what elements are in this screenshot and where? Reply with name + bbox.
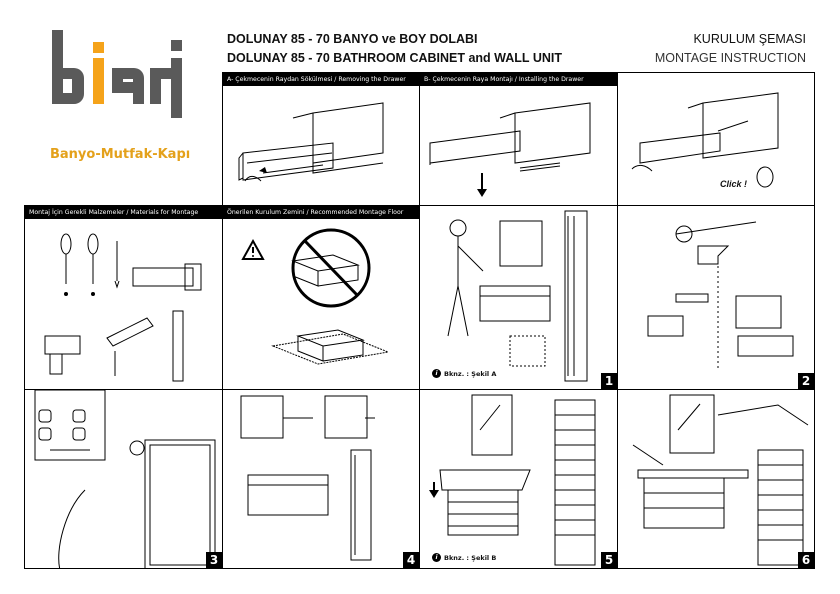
note-see-figure-a-text: Bknz. : Şekil A bbox=[444, 369, 497, 378]
panel-install-drawer: B- Çekmecenin Raya Montajı / Installing … bbox=[419, 72, 618, 206]
panel-header-materials: Montaj İçin Gerekli Malzemeler / Materia… bbox=[25, 206, 222, 219]
step-1-illustration bbox=[420, 206, 618, 390]
step-number-2: 2 bbox=[798, 373, 814, 389]
panel-step-3: 3 bbox=[24, 389, 223, 569]
drawer-install-illustration bbox=[420, 73, 618, 197]
panel-step-2: 2 bbox=[617, 205, 815, 390]
step-5-illustration bbox=[429, 390, 618, 569]
biani-logo-mark bbox=[52, 30, 182, 118]
step-number-6: 6 bbox=[798, 552, 814, 568]
step-number-1: 1 bbox=[601, 373, 617, 389]
drawer-removal-illustration bbox=[223, 73, 420, 206]
panel-header-remove-drawer: A- Çekmecenin Raydan Sökülmesi / Removin… bbox=[223, 73, 419, 86]
panel-floor: Önerilen Kurulum Zemini / Recommended Mo… bbox=[222, 205, 420, 390]
panel-header-install-drawer: B- Çekmecenin Raya Montajı / Installing … bbox=[420, 73, 617, 86]
step-number-3: 3 bbox=[206, 552, 222, 568]
panel-remove-drawer: A- Çekmecenin Raydan Sökülmesi / Removin… bbox=[222, 72, 420, 206]
step-number-5: 5 bbox=[601, 552, 617, 568]
panel-header-floor: Önerilen Kurulum Zemini / Recommended Mo… bbox=[223, 206, 419, 219]
panel-step-5: i Bknz. : Şekil B 5 bbox=[419, 389, 618, 569]
tools-illustration bbox=[25, 206, 223, 390]
drawer-click-illustration bbox=[618, 73, 815, 206]
title-turkish: DOLUNAY 85 - 70 BANYO ve BOY DOLABI bbox=[227, 32, 478, 46]
step-4-illustration bbox=[223, 390, 420, 569]
biani-logo bbox=[52, 28, 182, 118]
panel-materials: Montaj İçin Gerekli Malzemeler / Materia… bbox=[24, 205, 223, 390]
info-icon: i bbox=[432, 369, 441, 378]
schema-title-english: MONTAGE INSTRUCTION bbox=[654, 51, 806, 65]
click-label: Click ! bbox=[720, 179, 748, 189]
step-6-illustration bbox=[618, 390, 815, 569]
schema-title-turkish: KURULUM ŞEMASI bbox=[693, 32, 806, 46]
warning-icon bbox=[243, 241, 263, 259]
brand-tagline: Banyo-Mutfak-Kapı bbox=[50, 147, 191, 162]
step-number-4: 4 bbox=[403, 552, 419, 568]
info-icon: i bbox=[432, 553, 441, 562]
panel-step-1: i Bknz. : Şekil A 1 bbox=[419, 205, 618, 390]
step-3-illustration bbox=[25, 390, 223, 569]
panel-step-4: 4 bbox=[222, 389, 420, 569]
note-see-figure-a: i Bknz. : Şekil A bbox=[432, 369, 496, 378]
panel-step-6: 6 bbox=[617, 389, 815, 569]
title-english: DOLUNAY 85 - 70 BATHROOM CABINET and WAL… bbox=[227, 51, 562, 65]
note-see-figure-b: i Bknz. : Şekil B bbox=[432, 553, 496, 562]
panel-click-drawer: Click ! bbox=[617, 72, 815, 206]
floor-illustration bbox=[223, 206, 420, 390]
note-see-figure-b-text: Bknz. : Şekil B bbox=[444, 553, 497, 562]
step-2-illustration bbox=[618, 206, 815, 390]
